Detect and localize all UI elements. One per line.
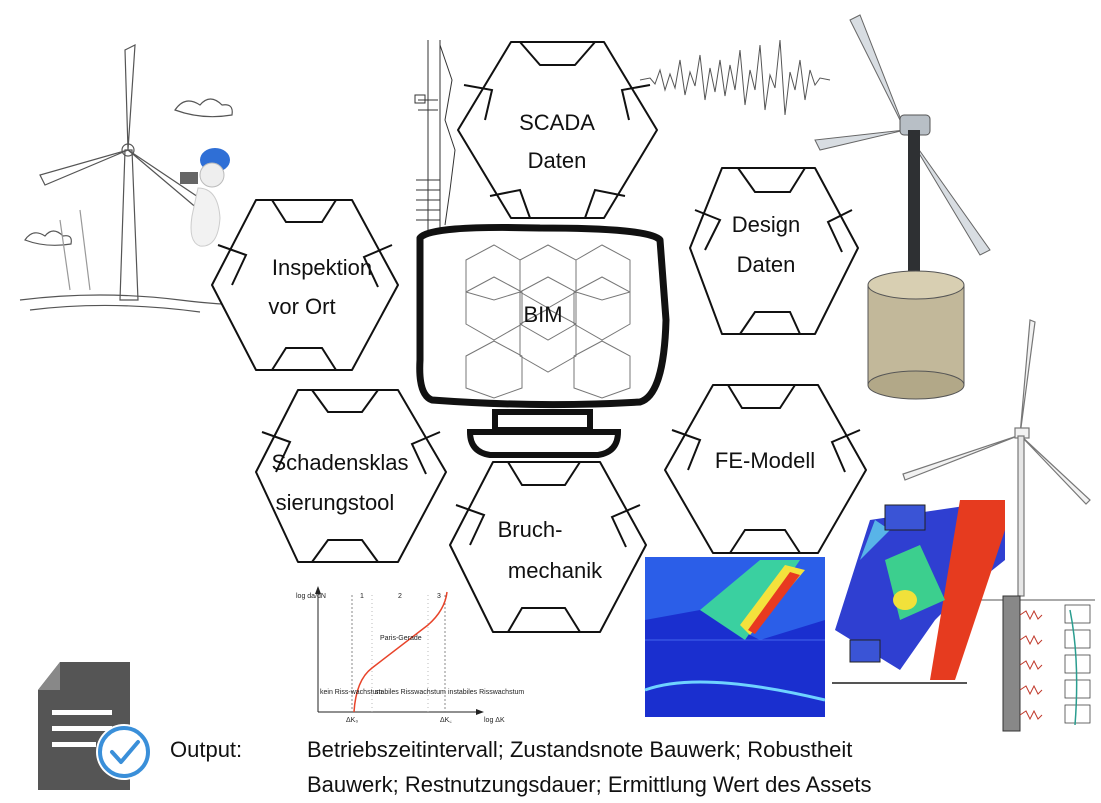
module-fe[interactable]: FE-Modell (664, 384, 867, 554)
bim-label: BIM (523, 302, 562, 327)
tower-profile-chart (414, 40, 456, 230)
crack-growth-curve (353, 591, 448, 713)
document-check-icon (38, 662, 152, 790)
crack-growth-chart: log da/dN log ΔK 1 2 3 Paris-Gerade kein… (296, 586, 524, 724)
crack-region-text-2: stabiles Risswachstum (375, 689, 446, 696)
crack-region-text-3: instabiles Risswachstum (448, 689, 524, 696)
module-scada-line1: SCADA (519, 110, 595, 135)
pile-spring-model-image (975, 595, 1095, 732)
module-design[interactable]: Design Daten (689, 167, 859, 335)
crack-region-text-1: kein Riss-wachstum (320, 689, 382, 696)
module-design-line2: Daten (737, 252, 796, 277)
crack-tick-kc: ΔK꜀ (440, 717, 452, 724)
turbine-sketch-image (902, 319, 1091, 597)
crack-region-3: 3 (437, 593, 441, 600)
crack-y-axis-label: log da/dN (296, 593, 326, 600)
crack-curve-label: Paris-Gerade (380, 635, 422, 642)
crack-x-axis-label: log ΔK (484, 717, 505, 724)
module-scada-line2: Daten (528, 148, 587, 173)
fe-stress-plot-image (832, 500, 1005, 684)
module-schaden[interactable]: Schadensklas sierungstool (255, 389, 447, 563)
module-schaden-line2: sierungstool (276, 490, 395, 515)
bim-monitor: BIM (416, 223, 670, 458)
output-label: Output: (170, 737, 242, 762)
vibration-signal-chart (639, 39, 831, 116)
output-line2: Bauwerk; Restnutzungsdauer; Ermittlung W… (307, 772, 872, 797)
module-inspektion-line2: vor Ort (268, 294, 335, 319)
bim-hex-pattern (465, 244, 631, 399)
inspector-figure-icon (180, 148, 230, 247)
module-bruch-line1: Bruch- (498, 517, 563, 542)
module-inspektion-line1: Inspektion (272, 255, 372, 280)
crack-tick-k0: ΔK₀ (346, 717, 358, 724)
module-schaden-line1: Schadensklas (272, 450, 409, 475)
module-bruch-line2: mechanik (508, 558, 603, 583)
module-bruch[interactable]: Bruch- mechanik (449, 461, 647, 633)
module-inspektion[interactable]: Inspektion vor Ort (211, 199, 399, 371)
crack-region-1: 1 (360, 593, 364, 600)
module-fe-line1: FE-Modell (715, 448, 815, 473)
output-line1: Betriebszeitintervall; Zustandsnote Bauw… (307, 737, 852, 762)
crack-fe-image (644, 557, 826, 717)
module-design-line1: Design (732, 212, 800, 237)
module-scada[interactable]: SCADA Daten (457, 41, 658, 219)
crack-region-2: 2 (398, 593, 402, 600)
turbine-3d-model-image (814, 14, 991, 400)
